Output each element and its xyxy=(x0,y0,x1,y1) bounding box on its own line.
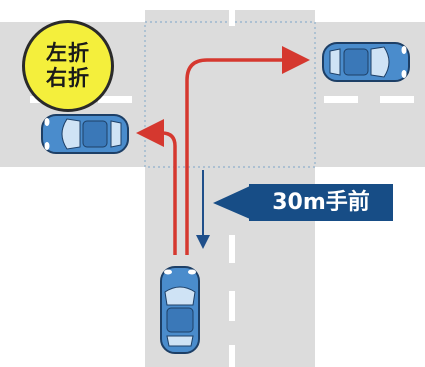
car-icon-right xyxy=(322,42,410,82)
left-turn-arrow xyxy=(136,119,177,255)
badge-line-2: 右折 xyxy=(46,66,90,90)
car-icon-left xyxy=(41,114,129,154)
right-turn-arrow xyxy=(185,46,310,255)
badge-line-1: 左折 xyxy=(46,41,90,65)
distance-label: 30m手前 xyxy=(249,184,393,221)
distance-label-pointer xyxy=(213,186,250,219)
turn-badge: 左折 右折 xyxy=(22,20,114,112)
car-icon-ego xyxy=(160,266,200,354)
